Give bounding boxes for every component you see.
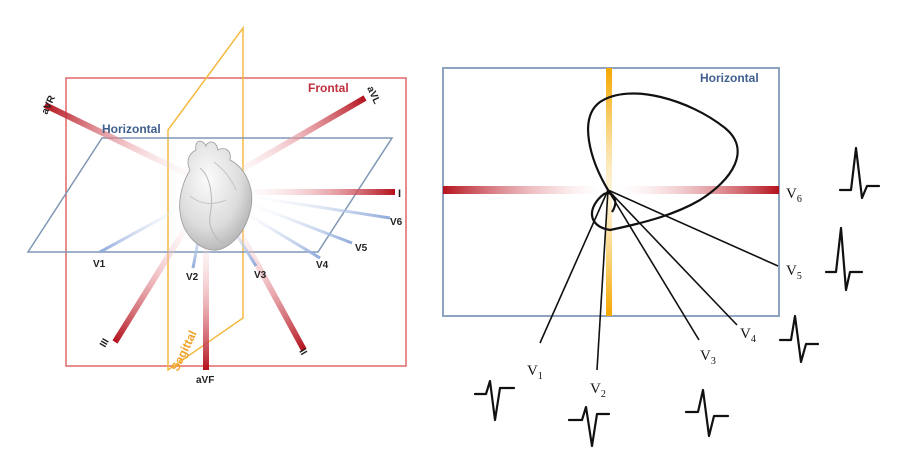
right-lead-labels: V1 V2 V3 V4 V5 V6 <box>527 186 802 400</box>
lead-v1-label: V1 <box>93 259 106 270</box>
lead-v6-label: V6 <box>390 217 403 228</box>
v6-qrs-waveform <box>838 146 881 200</box>
v4-label: V4 <box>740 326 756 345</box>
v3-lead-line <box>607 189 700 341</box>
lead-v4-label: V4 <box>316 260 329 271</box>
lead-avf-label: aVF <box>196 375 214 386</box>
lead-lines <box>539 189 779 371</box>
v5-qrs-waveform <box>824 226 864 292</box>
lead-v2-label: V2 <box>186 272 199 283</box>
v3-qrs-waveform <box>684 388 730 438</box>
horizontal-label: Horizontal <box>102 122 161 136</box>
frontal-plane <box>65 77 407 367</box>
v2-label: V2 <box>590 381 606 400</box>
left-3d-planes: Frontal Horizontal Sagittal aVR aVL I II… <box>26 25 407 386</box>
lead-v1-vector <box>99 198 196 254</box>
lead-avl-label: aVL <box>364 85 382 106</box>
v5-label: V5 <box>786 263 802 282</box>
horizontal-plane-label: Horizontal <box>700 71 759 85</box>
lead-avr-vector <box>43 102 212 188</box>
lead-v6-vector <box>239 193 391 220</box>
v6-label: V6 <box>786 186 802 205</box>
v5-lead-line <box>607 189 779 267</box>
lead-v5-label: V5 <box>355 243 368 254</box>
lead-i-label: I <box>398 188 401 200</box>
v4-qrs-waveform <box>778 314 820 364</box>
v4-lead-line <box>607 189 738 326</box>
vector-loop <box>587 92 739 232</box>
v2-lead-line <box>596 189 609 371</box>
v2-qrs-waveform <box>567 405 611 448</box>
right-horizontal-plane-panel: Horizontal <box>442 67 780 371</box>
lead-v3-label: V3 <box>254 270 267 281</box>
v3-label: V3 <box>700 348 716 367</box>
qrs-waveforms <box>473 146 881 448</box>
sagittal-plane <box>167 25 244 372</box>
v1-qrs-waveform <box>473 379 516 422</box>
v1-label: V1 <box>527 363 543 382</box>
lead-v5-vector <box>239 198 353 245</box>
frontal-label: Frontal <box>308 81 349 95</box>
v1-lead-line <box>539 189 609 344</box>
lead-iii-label: III <box>98 337 112 350</box>
heart-icon <box>179 140 253 251</box>
lead-ii-label: II <box>296 347 308 358</box>
